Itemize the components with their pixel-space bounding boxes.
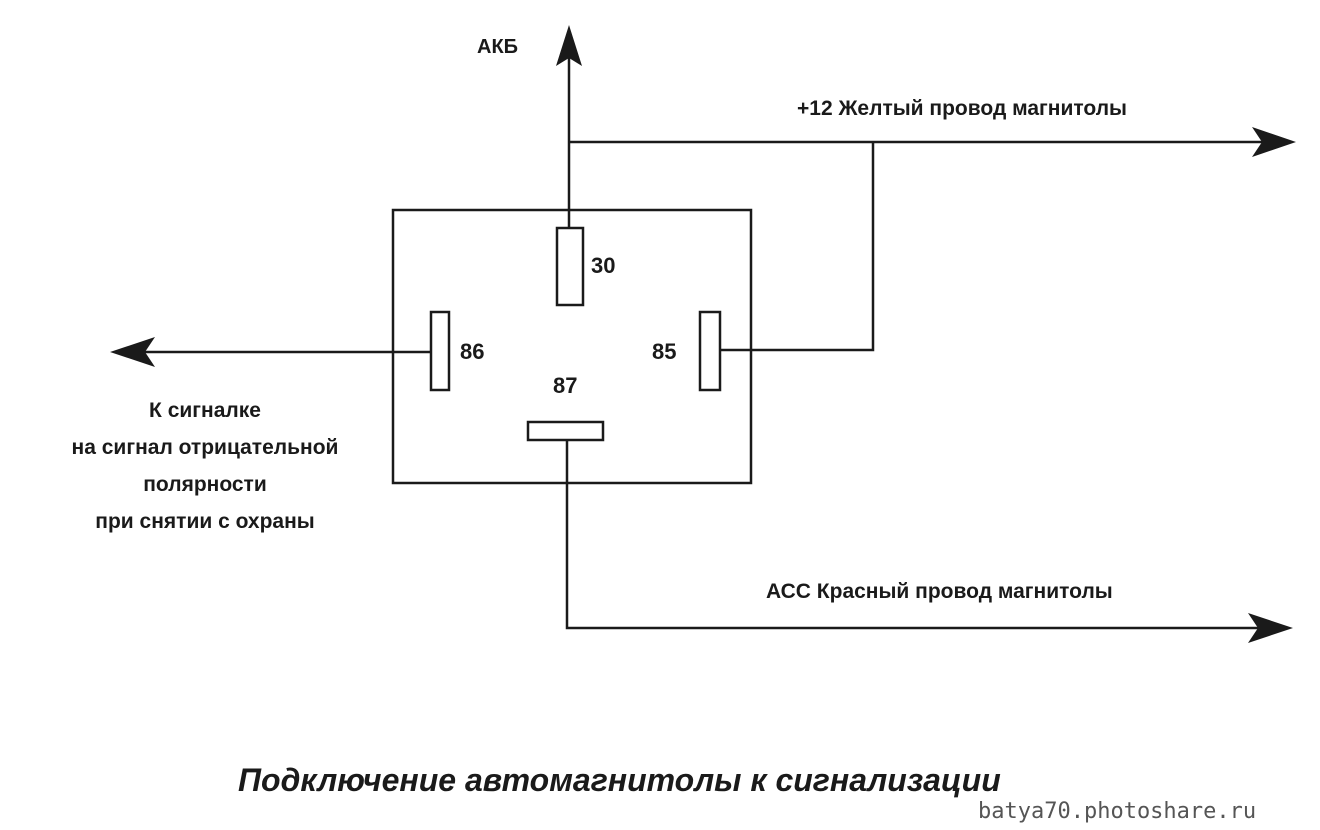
arrow-right-icon xyxy=(1252,127,1296,157)
pin-85 xyxy=(698,310,722,392)
pin-87 xyxy=(526,420,605,442)
wire-red xyxy=(565,440,1262,630)
arrow-up-icon xyxy=(556,25,582,66)
arrow-left-icon xyxy=(110,337,155,367)
pin-86 xyxy=(429,310,451,392)
alarm-label-line: при снятии с охраны xyxy=(95,510,314,533)
diagram-caption: Подключение автомагнитолы к сигнализации xyxy=(238,762,1001,798)
arrow-right-icon xyxy=(1248,613,1293,643)
pin-30 xyxy=(555,226,585,307)
battery-label: АКБ xyxy=(477,36,518,58)
wire-85-loop xyxy=(719,142,875,352)
pin-87-label: 87 xyxy=(553,373,577,398)
alarm-label-line: полярности xyxy=(143,473,267,496)
pin-86-label: 86 xyxy=(460,339,484,364)
pin-30-label: 30 xyxy=(591,253,615,278)
pin-85-label: 85 xyxy=(652,339,676,364)
watermark: batya70.photoshare.ru xyxy=(978,799,1256,824)
red-wire-label: АСС Красный провод магнитолы xyxy=(766,580,1113,603)
alarm-label-line: К сигналке xyxy=(149,399,261,422)
yellow-wire-label: +12 Желтый провод магнитолы xyxy=(797,97,1127,120)
alarm-label-line: на сигнал отрицательной xyxy=(72,436,339,459)
